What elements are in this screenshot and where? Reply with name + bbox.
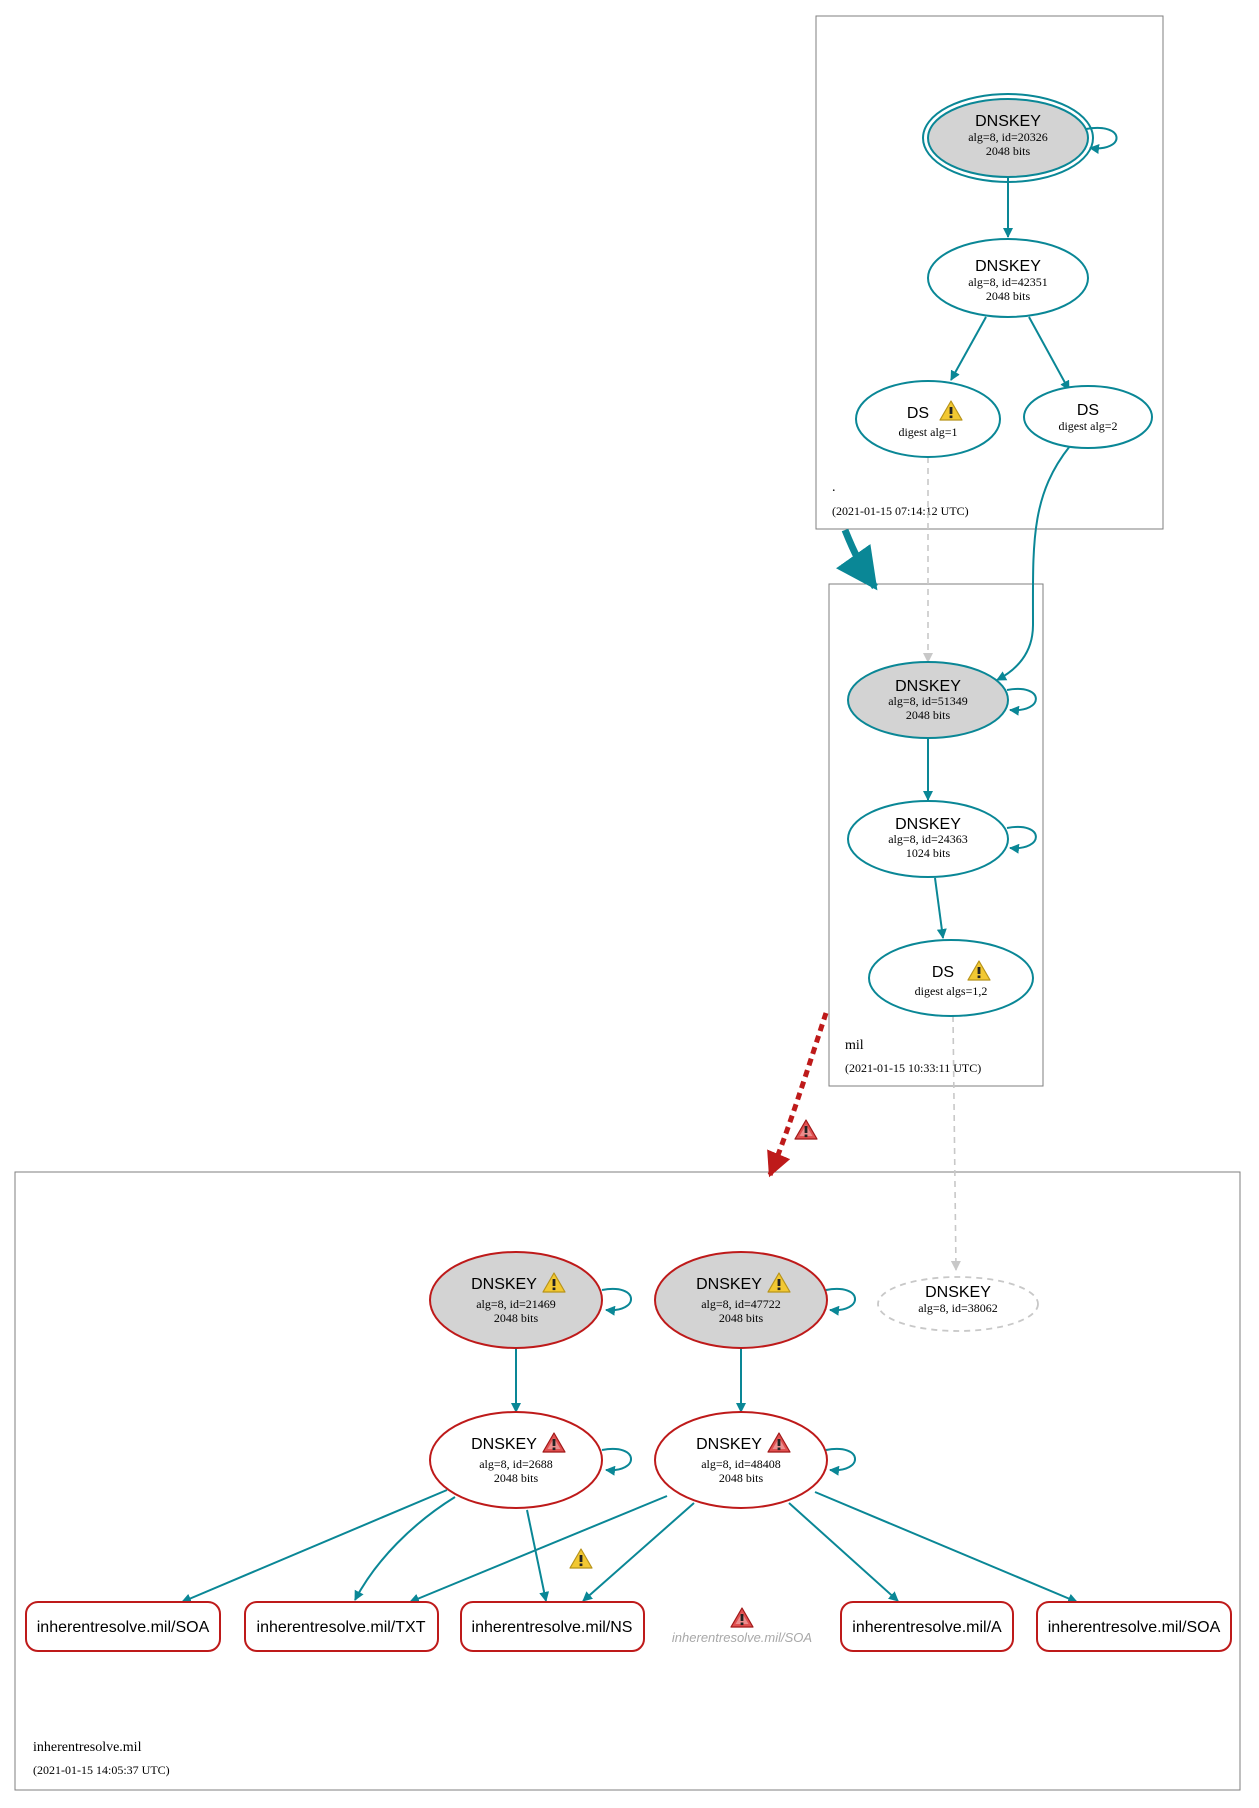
node-title: DS <box>932 964 954 981</box>
zone-root-time: (2021-01-15 07:14:12 UTC) <box>832 504 969 518</box>
node-root-ds-digest1: DS digest alg=1 <box>855 380 1001 458</box>
node-detail: 2048 bits <box>986 144 1031 158</box>
node-detail: alg=8, id=47722 <box>701 1297 781 1311</box>
node-title: DNSKEY <box>895 678 961 695</box>
node-detail: digest algs=1,2 <box>915 984 988 998</box>
edge-mil-ksk-self <box>1006 687 1037 716</box>
rrset-a: inherentresolve.mil/A <box>840 1601 1014 1652</box>
node-root-dnskey-20326: DNSKEY alg=8, id=20326 2048 bits <box>922 93 1094 183</box>
rrset-label: inherentresolve.mil/A <box>852 1619 1002 1636</box>
rrset-soa-missing: inherentresolve.mil/SOA <box>672 1607 812 1645</box>
node-detail: alg=8, id=51349 <box>888 694 968 708</box>
node-title: DNSKEY <box>975 113 1041 130</box>
zone-inh-time: (2021-01-15 14:05:37 UTC) <box>33 1763 170 1777</box>
node-mil-ds: DS digest algs=1,2 <box>868 939 1034 1017</box>
edge-root-ksk-self <box>1085 126 1118 154</box>
node-title: DNSKEY <box>895 816 961 833</box>
node-detail: alg=8, id=24363 <box>888 832 968 846</box>
node-mil-dnskey-24363: DNSKEY alg=8, id=24363 1024 bits <box>847 800 1009 878</box>
node-root-ds-digest2: DS digest alg=2 <box>1023 385 1153 449</box>
node-detail: 2048 bits <box>906 708 951 722</box>
node-title: DNSKEY <box>975 258 1041 275</box>
node-detail: 2048 bits <box>986 289 1031 303</box>
node-inh-dnskey-21469: DNSKEY alg=8, id=21469 2048 bits <box>429 1251 603 1349</box>
rrset-ns: inherentresolve.mil/NS <box>460 1601 645 1652</box>
rrset-soa-1: inherentresolve.mil/SOA <box>25 1601 221 1652</box>
rrset-soa-2: inherentresolve.mil/SOA <box>1036 1601 1232 1652</box>
node-root-dnskey-42351: DNSKEY alg=8, id=42351 2048 bits <box>927 238 1089 318</box>
node-title: DNSKEY <box>471 1276 537 1293</box>
rrset-label: inherentresolve.mil/SOA <box>1048 1619 1221 1636</box>
node-detail: digest alg=1 <box>898 425 957 439</box>
edge-warning-icon <box>569 1548 593 1569</box>
edge-z2-to-a <box>788 1502 899 1602</box>
rrset-txt: inherentresolve.mil/TXT <box>244 1601 439 1652</box>
zone-mil-time: (2021-01-15 10:33:11 UTC) <box>845 1061 981 1075</box>
zone-inh-name: inherentresolve.mil <box>33 1740 142 1755</box>
node-title: DS <box>907 405 929 422</box>
edge-k1-self <box>601 1287 632 1316</box>
node-detail: 1024 bits <box>906 846 951 860</box>
node-detail: 2048 bits <box>719 1311 764 1325</box>
rrset-label: inherentresolve.mil/NS <box>472 1619 633 1636</box>
edge-z2-to-ns <box>582 1502 695 1602</box>
node-title: DNSKEY <box>696 1276 762 1293</box>
node-title: DS <box>1077 402 1099 419</box>
node-inh-dnskey-48408: DNSKEY alg=8, id=48408 2048 bits <box>654 1411 828 1509</box>
edge-mil-zsk-to-ds <box>934 877 947 939</box>
rrset-label-missing: inherentresolve.mil/SOA <box>672 1630 812 1645</box>
delegation-error-icon <box>794 1119 818 1140</box>
node-detail: 2048 bits <box>494 1311 539 1325</box>
edge-z2-to-txt <box>409 1495 668 1604</box>
zone-root-name: . <box>832 480 836 495</box>
zone-inherentresolve: inherentresolve.mil (2021-01-15 14:05:37… <box>14 1171 1241 1791</box>
node-detail: alg=8, id=2688 <box>479 1457 553 1471</box>
node-title: DNSKEY <box>925 1284 991 1301</box>
node-detail: alg=8, id=48408 <box>701 1457 781 1471</box>
node-detail: alg=8, id=21469 <box>476 1297 556 1311</box>
node-inh-dnskey-2688: DNSKEY alg=8, id=2688 2048 bits <box>429 1411 603 1509</box>
node-detail: 2048 bits <box>719 1471 764 1485</box>
zone-root: . (2021-01-15 07:14:12 UTC) <box>815 15 1164 530</box>
node-detail: alg=8, id=38062 <box>918 1301 998 1315</box>
zone-mil-name: mil <box>845 1038 864 1053</box>
edges <box>181 126 1118 1604</box>
edge-mil-zsk-self <box>1006 825 1037 854</box>
edge-mil-ds-to-inh-k3 <box>950 1015 961 1271</box>
edge-z1-self <box>601 1447 632 1476</box>
node-title: DNSKEY <box>471 1436 537 1453</box>
node-title: DNSKEY <box>696 1436 762 1453</box>
node-detail: 2048 bits <box>494 1471 539 1485</box>
edge-z1-to-soa1 <box>181 1489 448 1604</box>
rrset-label: inherentresolve.mil/TXT <box>257 1619 426 1636</box>
edge-z2-self <box>825 1447 856 1476</box>
edge-root-ds2-to-mil-ksk <box>996 445 1071 681</box>
edge-root-zsk-to-ds1 <box>950 316 987 381</box>
edge-z2-to-soa2 <box>814 1491 1078 1604</box>
edge-z1-to-txt <box>354 1496 456 1601</box>
edge-mil-to-inh-delegation <box>767 1012 829 1178</box>
edge-z1-to-ns <box>526 1509 550 1602</box>
rrset-label: inherentresolve.mil/SOA <box>37 1619 210 1636</box>
zone-mil: mil (2021-01-15 10:33:11 UTC) <box>828 583 1044 1087</box>
node-detail: alg=8, id=42351 <box>968 275 1048 289</box>
node-mil-dnskey-51349: DNSKEY alg=8, id=51349 2048 bits <box>847 661 1009 739</box>
node-inh-dnskey-38062: DNSKEY alg=8, id=38062 <box>877 1276 1039 1332</box>
edge-root-zsk-to-ds2 <box>1028 316 1070 391</box>
node-detail: alg=8, id=20326 <box>968 130 1048 144</box>
node-detail: digest alg=2 <box>1058 419 1117 433</box>
edge-k2-self <box>825 1287 856 1316</box>
edge-root-to-mil-delegation <box>836 528 878 591</box>
error-icon <box>730 1607 754 1628</box>
node-inh-dnskey-47722: DNSKEY alg=8, id=47722 2048 bits <box>654 1251 828 1349</box>
